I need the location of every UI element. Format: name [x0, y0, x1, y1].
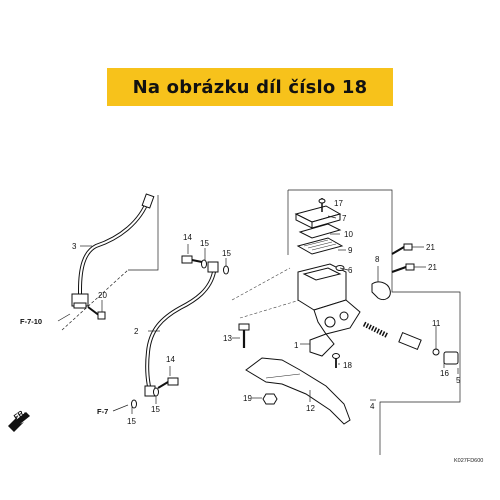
holder-bolts-21 — [391, 243, 415, 273]
label-2: 2 — [134, 327, 139, 336]
ref-f-7: F-7 — [97, 407, 108, 416]
hose-bolt-20 — [87, 306, 106, 320]
label-11: 11 — [432, 319, 441, 328]
label-15-b: 15 — [222, 249, 231, 258]
upper-brake-hose — [61, 193, 159, 331]
screw-18 — [332, 353, 340, 368]
diagram-code: K027FD600 — [454, 458, 483, 464]
label-1: 1 — [294, 341, 299, 350]
diaphragm-plate — [298, 223, 342, 239]
label-10: 10 — [344, 230, 353, 239]
holder-8 — [371, 281, 391, 301]
brake-lever — [245, 357, 351, 425]
label-21-a: 21 — [426, 243, 435, 252]
label-19: 19 — [243, 394, 252, 403]
banjo-bolt-upper — [181, 255, 229, 275]
piston-set — [362, 321, 459, 365]
front-arrow-icon — [8, 412, 30, 432]
label-18: 18 — [343, 361, 352, 370]
front-stop-switch — [309, 333, 335, 357]
label-6: 6 — [348, 266, 353, 275]
label-17: 17 — [334, 199, 343, 208]
leader-lines — [80, 215, 459, 414]
label-15-c: 15 — [127, 417, 136, 426]
label-7: 7 — [342, 214, 347, 223]
diaphragm — [296, 237, 344, 255]
label-8: 8 — [375, 255, 380, 264]
banner-text: Na obrázku díl číslo 18 — [132, 76, 368, 98]
pivot-bolt-13 — [238, 323, 250, 348]
label-15-d: 15 — [151, 405, 160, 414]
screw-17 — [318, 198, 326, 204]
label-3: 3 — [72, 242, 77, 251]
label-14-lower: 14 — [166, 355, 175, 364]
lower-brake-hose — [144, 261, 219, 397]
banjo-bolt-lower — [131, 377, 179, 409]
label-14-upper: 14 — [183, 233, 192, 242]
label-4: 4 — [370, 402, 375, 411]
label-15-a: 15 — [200, 239, 209, 248]
label-5: 5 — [456, 376, 461, 385]
label-16: 16 — [440, 369, 449, 378]
ref-f-7-10: F-7-10 — [20, 317, 42, 326]
label-12: 12 — [306, 404, 315, 413]
pivot-nut-19 — [262, 393, 278, 405]
label-13: 13 — [223, 334, 232, 343]
label-21-b: 21 — [428, 263, 437, 272]
label-9: 9 — [348, 246, 353, 255]
label-20: 20 — [98, 291, 107, 300]
master-cylinder-body — [297, 263, 361, 335]
master-cylinder-box — [231, 189, 461, 455]
part-number-banner: Na obrázku díl číslo 18 — [107, 68, 393, 106]
